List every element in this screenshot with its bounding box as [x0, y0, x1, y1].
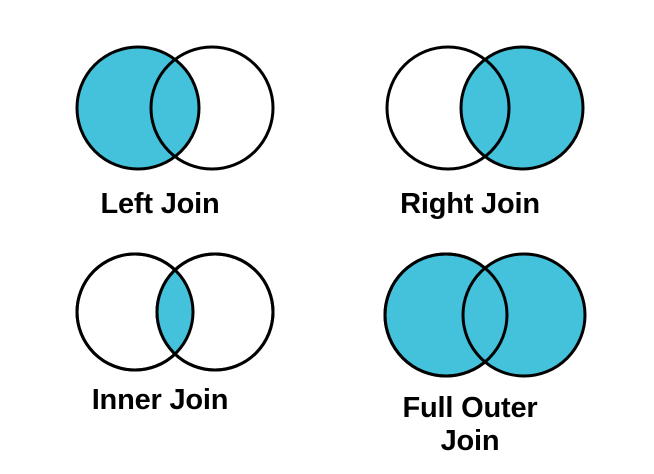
label-inner-join: Inner Join	[91, 384, 229, 416]
left-set-circle	[75, 45, 201, 171]
right-set-circle	[461, 252, 587, 378]
label-right-join: Right Join	[400, 188, 540, 220]
panel-left-join: Left Join	[35, 34, 285, 221]
venn-right-join	[385, 45, 585, 171]
label-left-join: Left Join	[100, 188, 220, 220]
left-set-circle-outline	[75, 252, 195, 372]
left-set-circle-overlap-outline	[461, 47, 511, 169]
right-set-circle-overlap-outline	[149, 47, 199, 169]
venn-full-outer-join	[383, 252, 587, 378]
left-set-circle-outline	[383, 252, 509, 378]
right-set-circle-outline	[155, 252, 275, 372]
panel-right-join: Right Join	[345, 34, 595, 221]
label-full-outer-join: Full Outer Join	[402, 392, 538, 457]
panel-inner-join: Inner Join	[35, 244, 285, 417]
venn-left-join	[75, 45, 275, 171]
panel-full-outer-join: Full Outer Join	[345, 244, 595, 458]
right-set-circle	[459, 45, 585, 171]
venn-inner-join	[75, 252, 275, 372]
